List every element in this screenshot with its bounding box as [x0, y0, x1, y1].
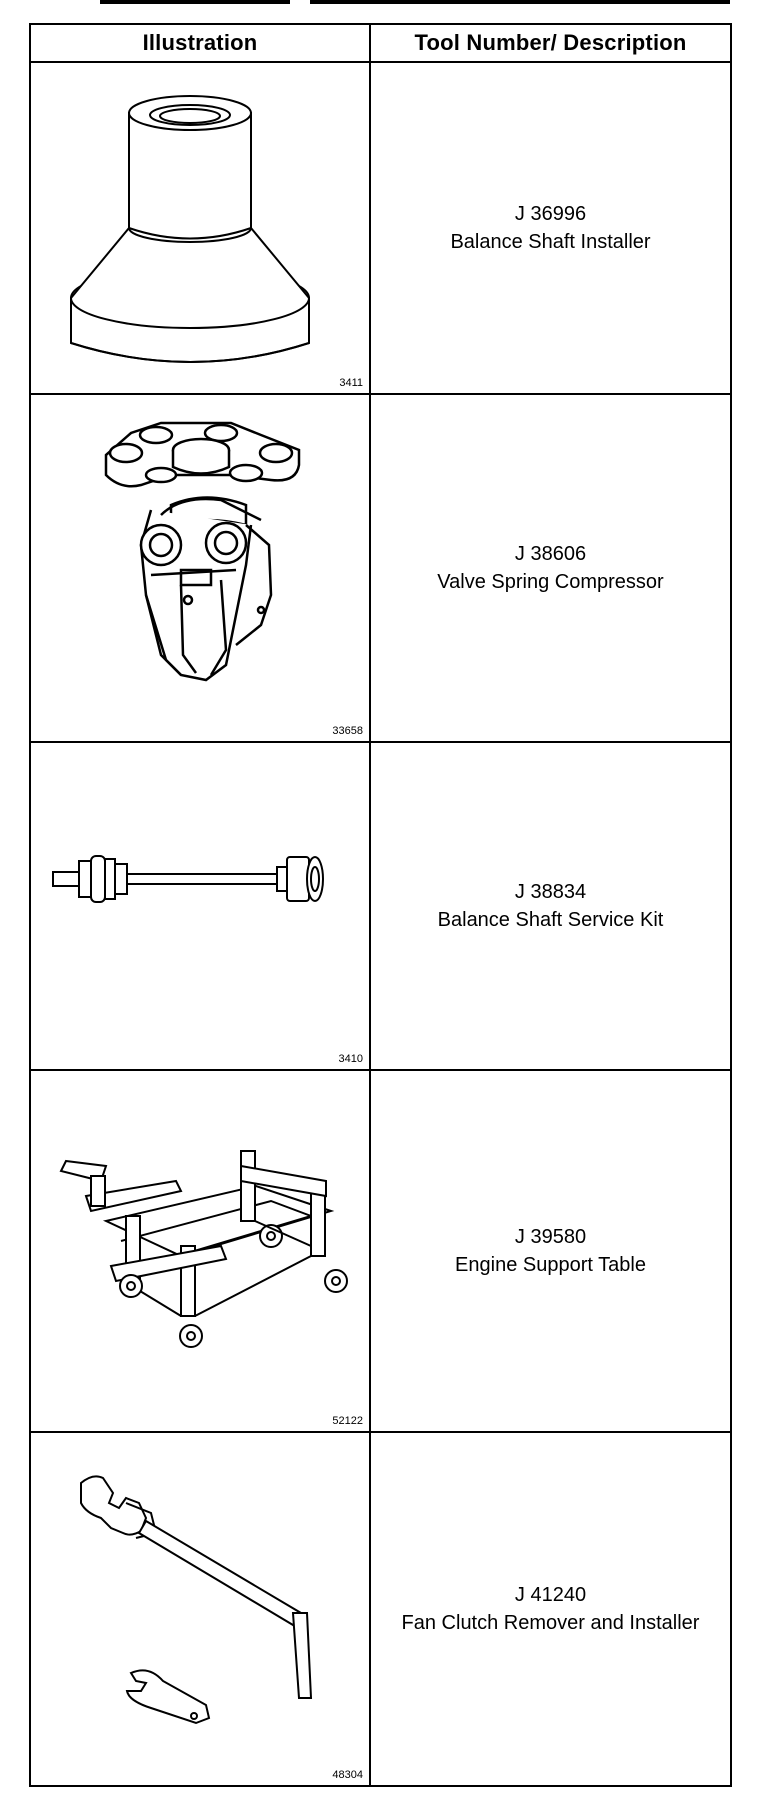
tool-description: Valve Spring Compressor — [437, 571, 664, 593]
illustration-cell: 52122 — [29, 1069, 371, 1433]
description-cell: J 38606 Valve Spring Compressor — [369, 393, 732, 743]
illustration-header: Illustration — [29, 23, 371, 63]
illustration-cell: 3411 — [29, 61, 371, 395]
figure-number: 48304 — [332, 1769, 363, 1781]
tool-number: J 38834 — [514, 881, 587, 903]
description-cell: J 38834 Balance Shaft Service Kit — [369, 741, 732, 1071]
tool-number: J 39580 — [514, 1226, 587, 1248]
tool-number: J 41240 — [514, 1584, 587, 1606]
figure-number: 33658 — [332, 725, 363, 737]
fan-clutch-tool-icon — [80, 1475, 313, 1725]
table-row: 3411 J 36996 Balance Shaft Installer — [29, 61, 732, 395]
valve-spring-compressor-icon — [104, 421, 301, 682]
table-header-row: Illustration Tool Number/ Description — [29, 23, 732, 63]
tool-description: Balance Shaft Installer — [450, 231, 651, 253]
tool-description: Engine Support Table — [455, 1254, 646, 1276]
figure-number: 3411 — [339, 377, 363, 389]
description-cell: J 41240 Fan Clutch Remover and Installer — [369, 1431, 732, 1787]
tool-description: Fan Clutch Remover and Installer — [401, 1612, 700, 1634]
table-row: 48304 J 41240 Fan Clutch Remover and Ins… — [29, 1431, 732, 1787]
balance-shaft-installer-icon — [70, 95, 310, 363]
illustration-cell: 3410 — [29, 741, 371, 1071]
tool-number: J 36996 — [514, 203, 587, 225]
description-cell: J 39580 Engine Support Table — [369, 1069, 732, 1433]
top-rule — [100, 0, 290, 4]
tool-description: Balance Shaft Service Kit — [437, 909, 664, 931]
table-row: 52122 J 39580 Engine Support Table — [29, 1069, 732, 1433]
illustration-cell: 33658 — [29, 393, 371, 743]
figure-number: 3410 — [338, 1053, 363, 1065]
balance-shaft-service-kit-icon — [52, 855, 324, 903]
description-cell: J 36996 Balance Shaft Installer — [369, 61, 732, 395]
top-rule — [310, 0, 730, 4]
table-row: 3410 J 38834 Balance Shaft Service Kit — [29, 741, 732, 1071]
table-row: 33658 J 38606 Valve Spring Compressor — [29, 393, 732, 743]
figure-number: 52122 — [332, 1415, 363, 1427]
description-header: Tool Number/ Description — [369, 23, 732, 63]
engine-support-table-icon — [59, 1150, 348, 1348]
tool-number: J 38606 — [514, 543, 587, 565]
special-tools-table: Illustration Tool Number/ Description — [29, 23, 732, 1787]
illustration-cell: 48304 — [29, 1431, 371, 1787]
